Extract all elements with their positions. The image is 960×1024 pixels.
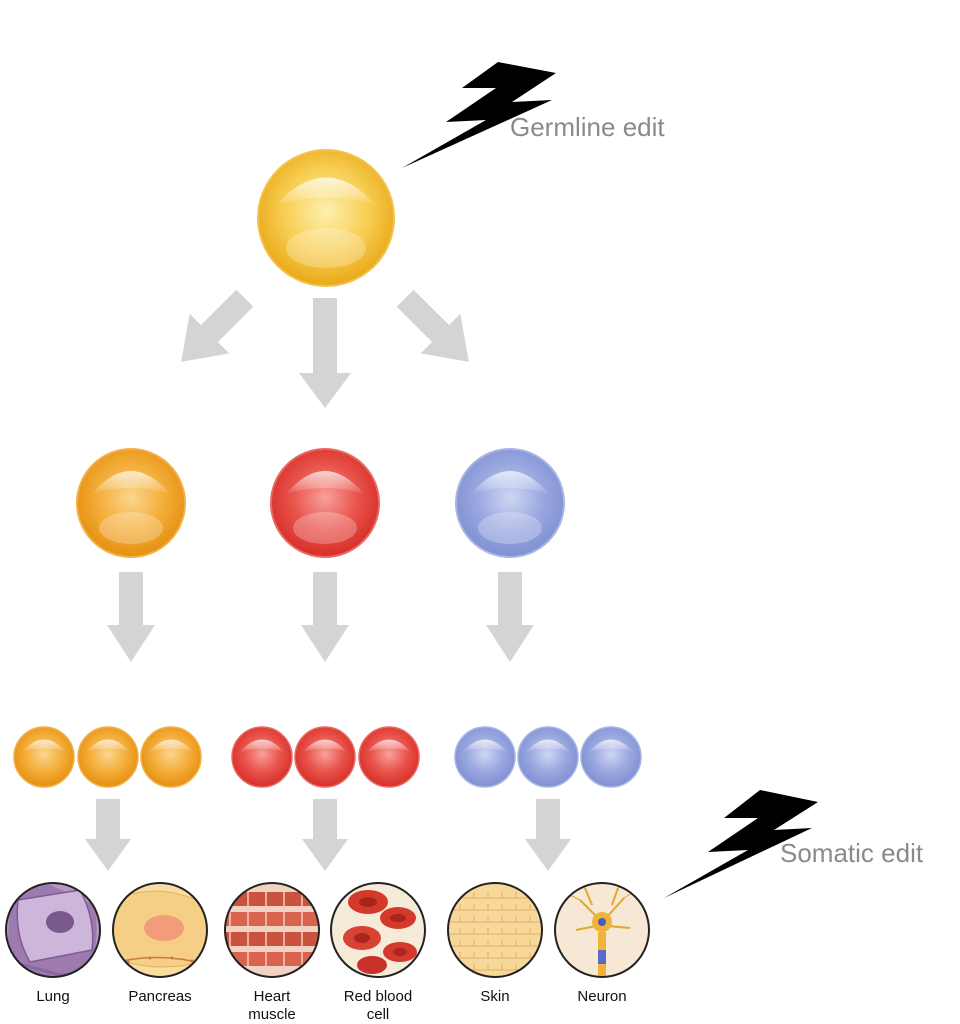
small-cell	[517, 726, 579, 788]
progenitor-cell-orange	[76, 448, 186, 558]
arrow-blue-tissue	[525, 799, 571, 871]
tissue-label-pancreas: Pancreas	[128, 988, 192, 1005]
tissue-label-lung: Lung	[36, 988, 70, 1005]
tissue-heart-muscle-icon	[224, 882, 320, 978]
arrow-orange-tissue	[85, 799, 131, 871]
somatic-lightning-icon	[664, 790, 818, 898]
arrow-orange-down	[107, 572, 155, 662]
small-cell	[77, 726, 139, 788]
small-cells-orange	[13, 726, 202, 788]
small-cells-red	[231, 726, 420, 788]
small-cell	[580, 726, 642, 788]
small-cell	[294, 726, 356, 788]
tissue-skin-icon	[447, 882, 543, 978]
tissue-label-neuron: Neuron	[577, 988, 627, 1005]
arrow-to-orange	[181, 289, 254, 362]
small-cell	[140, 726, 202, 788]
arrow-to-blue	[396, 289, 469, 362]
tissue-lung-icon	[5, 882, 101, 978]
small-cell	[13, 726, 75, 788]
progenitor-cell-blue	[455, 448, 565, 558]
arrow-red-tissue	[302, 799, 348, 871]
tissue-label-skin: Skin	[480, 988, 510, 1005]
somatic-edit-label: Somatic edit	[780, 838, 924, 868]
germline-lightning-icon	[402, 62, 556, 168]
small-cell	[231, 726, 293, 788]
small-cell	[358, 726, 420, 788]
tissue-red-blood-cell-icon	[330, 882, 426, 978]
arrow-to-red	[299, 298, 351, 408]
arrow-red-down	[301, 572, 349, 662]
germline-edit-label: Germline edit	[510, 112, 665, 142]
tissue-neuron-icon	[554, 882, 650, 978]
arrow-blue-down	[486, 572, 534, 662]
small-cells-blue	[454, 726, 642, 788]
germline-cell	[257, 149, 395, 287]
small-cell	[454, 726, 516, 788]
progenitor-cell-red	[270, 448, 380, 558]
tissue-pancreas-icon	[112, 882, 208, 978]
